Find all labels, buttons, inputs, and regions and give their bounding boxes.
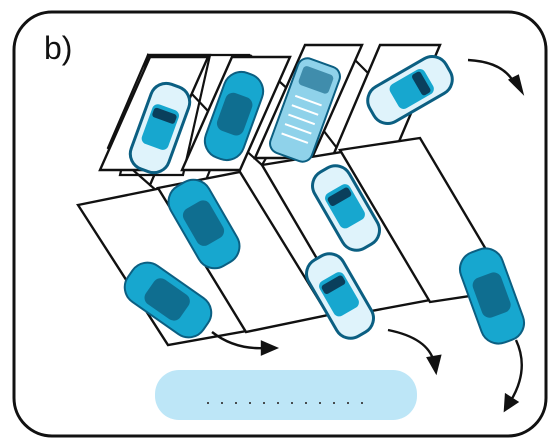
drop-zone — [155, 370, 417, 420]
drop-zone-dots: . . . . . . . . . . . . — [205, 388, 367, 408]
police-car-icon — [305, 252, 375, 340]
police-car-icon — [128, 81, 192, 175]
curved-arrow-icon — [503, 339, 523, 413]
car-icon — [167, 178, 241, 270]
curved-arrow-icon — [467, 58, 525, 96]
car-icon — [203, 70, 265, 162]
police-car-icon — [366, 55, 454, 125]
curved-arrow-icon — [211, 331, 280, 356]
police-car-icon — [311, 164, 381, 252]
curved-arrow-icon — [387, 328, 442, 376]
panel-label: b) — [44, 30, 73, 66]
pickup-truck-icon — [269, 57, 341, 163]
car-icon — [458, 247, 526, 345]
car-icon — [123, 261, 213, 339]
diagram-frame — [12, 10, 548, 438]
